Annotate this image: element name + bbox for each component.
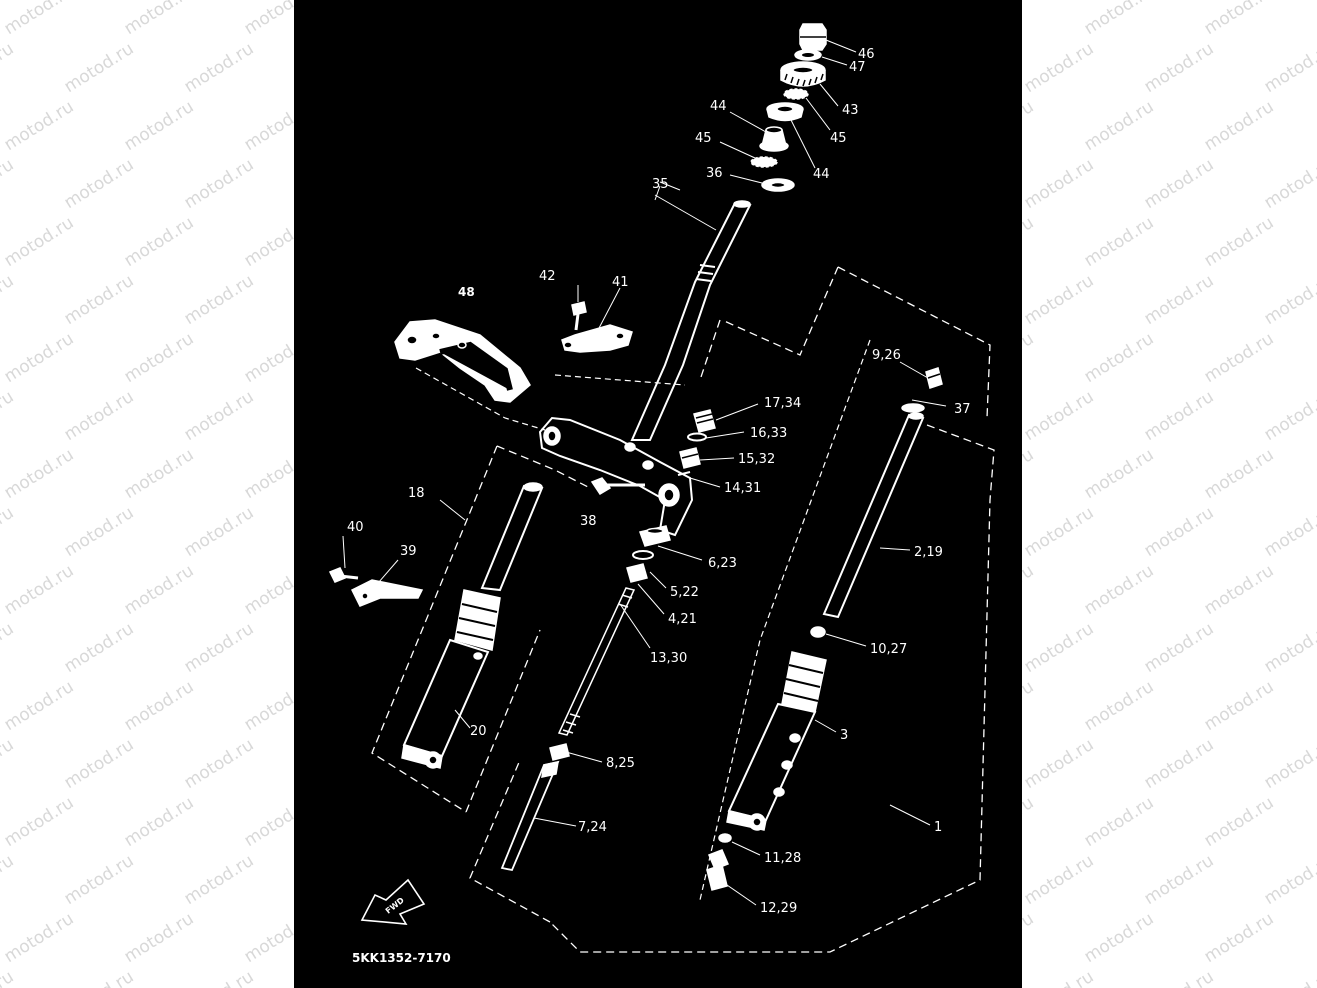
label-47: 47 bbox=[849, 60, 866, 75]
label-5-22: 5,22 bbox=[670, 585, 699, 600]
bearing-45-upper bbox=[783, 88, 809, 100]
ring-nut-43 bbox=[780, 61, 826, 87]
washer-5-22 bbox=[632, 550, 654, 560]
inner-tube-2-19 bbox=[822, 412, 925, 619]
washer-47 bbox=[794, 49, 822, 61]
label-35: 35 bbox=[652, 177, 669, 192]
label-46: 46 bbox=[858, 47, 875, 62]
label-leaders bbox=[342, 39, 947, 906]
label-10-27: 10,27 bbox=[870, 642, 907, 657]
label-14-31: 14,31 bbox=[724, 481, 761, 496]
leader-lines bbox=[415, 339, 871, 901]
bolt-42 bbox=[571, 301, 587, 331]
fork-tube-left bbox=[480, 482, 544, 592]
label-1: 1 bbox=[934, 820, 942, 835]
label-2-19: 2,19 bbox=[914, 545, 943, 560]
damper-rod-14-31 bbox=[677, 471, 691, 476]
under-bracket bbox=[538, 416, 694, 537]
cap-9-26 bbox=[925, 367, 943, 389]
nut-46 bbox=[799, 23, 827, 51]
fork-boot-right bbox=[781, 651, 827, 713]
outer-tube-3 bbox=[726, 702, 817, 831]
label-40: 40 bbox=[347, 520, 364, 535]
diagram-code: 5KK1352-7170 bbox=[352, 951, 451, 965]
label-4-21: 4,21 bbox=[668, 612, 697, 627]
oring-16-33 bbox=[687, 432, 707, 442]
spacer-6-23 bbox=[639, 525, 671, 547]
assembly-outline-18 bbox=[371, 445, 591, 813]
label-17-34: 17,34 bbox=[764, 396, 801, 411]
label-39: 39 bbox=[400, 544, 417, 559]
label-9-26: 9,26 bbox=[872, 348, 901, 363]
damper-rod-7-24 bbox=[500, 760, 560, 872]
bolt-40 bbox=[328, 567, 359, 583]
bracket-48 bbox=[394, 319, 531, 403]
label-11-28: 11,28 bbox=[764, 851, 801, 866]
label-41: 41 bbox=[612, 275, 629, 290]
label-12-29: 12,29 bbox=[760, 901, 797, 916]
race-44-lower bbox=[759, 126, 789, 152]
bearing-45-lower bbox=[750, 156, 778, 168]
steering-stem-35 bbox=[630, 200, 752, 441]
label-48: 48 bbox=[458, 285, 475, 299]
label-38: 38 bbox=[580, 514, 597, 529]
guide-39 bbox=[350, 579, 424, 607]
label-45-right: 45 bbox=[830, 131, 847, 146]
seal-36 bbox=[761, 178, 795, 192]
nut-15-32 bbox=[679, 447, 701, 469]
label-16-33: 16,33 bbox=[750, 426, 787, 441]
bolt-38 bbox=[590, 477, 645, 496]
gasket-11-28 bbox=[718, 833, 732, 843]
seal-10-27 bbox=[810, 626, 826, 638]
cap-bolt-17-34 bbox=[693, 409, 716, 433]
label-6-23: 6,23 bbox=[708, 556, 737, 571]
label-42: 42 bbox=[539, 269, 556, 284]
race-44-upper bbox=[766, 102, 804, 122]
label-8-25: 8,25 bbox=[606, 756, 635, 771]
fwd-arrow-icon bbox=[360, 878, 426, 925]
label-44-left: 44 bbox=[710, 99, 727, 114]
label-20: 20 bbox=[470, 724, 487, 739]
piston-ring-8-25 bbox=[549, 743, 570, 761]
oring-37 bbox=[901, 403, 925, 413]
label-43: 43 bbox=[842, 103, 859, 118]
label-18: 18 bbox=[408, 486, 425, 501]
label-45-left: 45 bbox=[695, 131, 712, 146]
bolt-12-29 bbox=[706, 849, 729, 891]
label-15-32: 15,32 bbox=[738, 452, 775, 467]
collar-4-21 bbox=[626, 563, 648, 583]
label-13-30: 13,30 bbox=[650, 651, 687, 666]
label-3: 3 bbox=[840, 728, 848, 743]
outer-tube-20 bbox=[401, 638, 490, 769]
label-37: 37 bbox=[954, 402, 971, 417]
fork-boot-left bbox=[454, 589, 501, 651]
label-7-24: 7,24 bbox=[578, 820, 607, 835]
assembly-outline-1 bbox=[469, 266, 995, 953]
stay-41 bbox=[561, 324, 633, 353]
label-44-right: 44 bbox=[813, 167, 830, 182]
fork-spring-13-30 bbox=[557, 587, 636, 736]
part-labels: 46 47 43 45 44 44 45 36 35 42 41 48 9,26… bbox=[347, 47, 971, 965]
label-36: 36 bbox=[706, 166, 723, 181]
